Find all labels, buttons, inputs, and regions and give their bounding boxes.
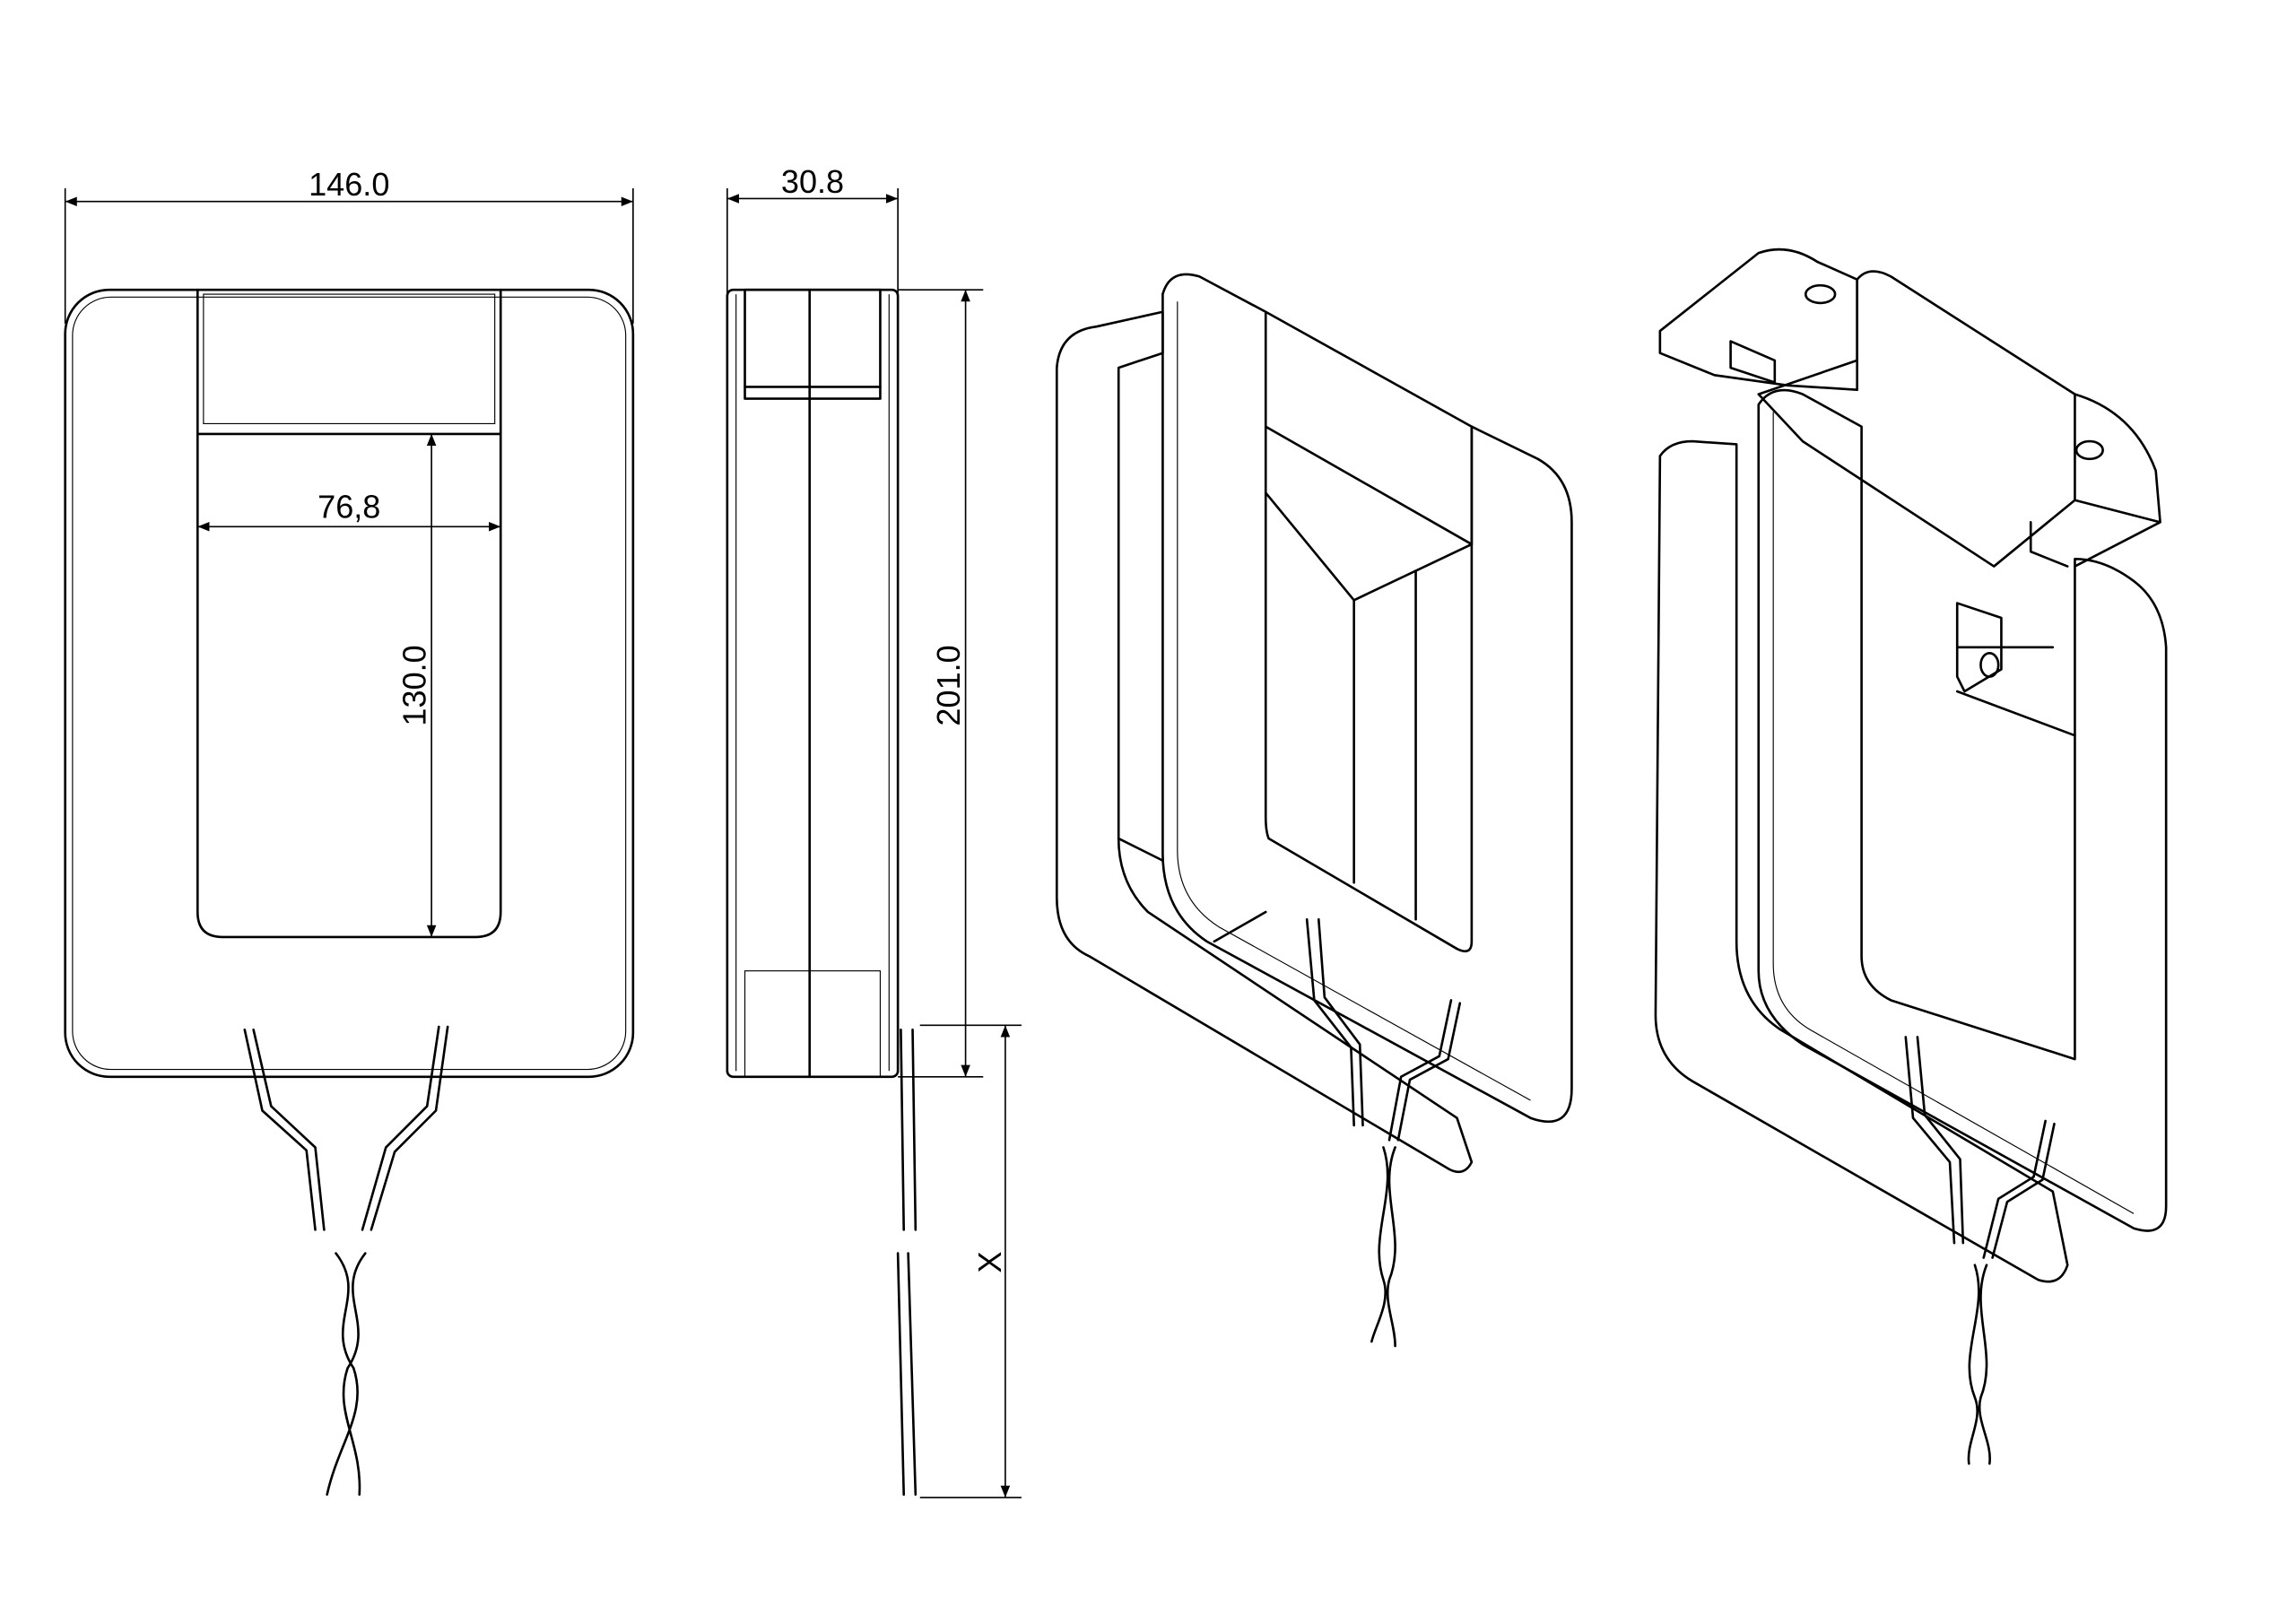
dimension-width: 146.0	[64, 166, 634, 324]
side-view	[726, 288, 918, 1496]
width-label: 146.0	[309, 166, 389, 203]
dimension-lead-length: X	[919, 1024, 1022, 1498]
dimension-window-height: 130.0	[396, 433, 437, 937]
dimension-window-width: 76,8	[197, 488, 501, 532]
lead-length-label: X	[971, 1251, 1008, 1272]
height-label: 201.0	[930, 645, 967, 725]
isometric-view-open	[1654, 248, 2168, 1465]
front-view	[64, 288, 635, 1496]
depth-label: 30.8	[781, 163, 844, 200]
isometric-view-closed	[1055, 273, 1573, 1348]
dimension-height: 201.0	[898, 289, 984, 1078]
window-width-label: 76,8	[317, 488, 380, 525]
dimension-depth: 30.8	[726, 163, 899, 295]
window-height-label: 130.0	[396, 645, 433, 725]
